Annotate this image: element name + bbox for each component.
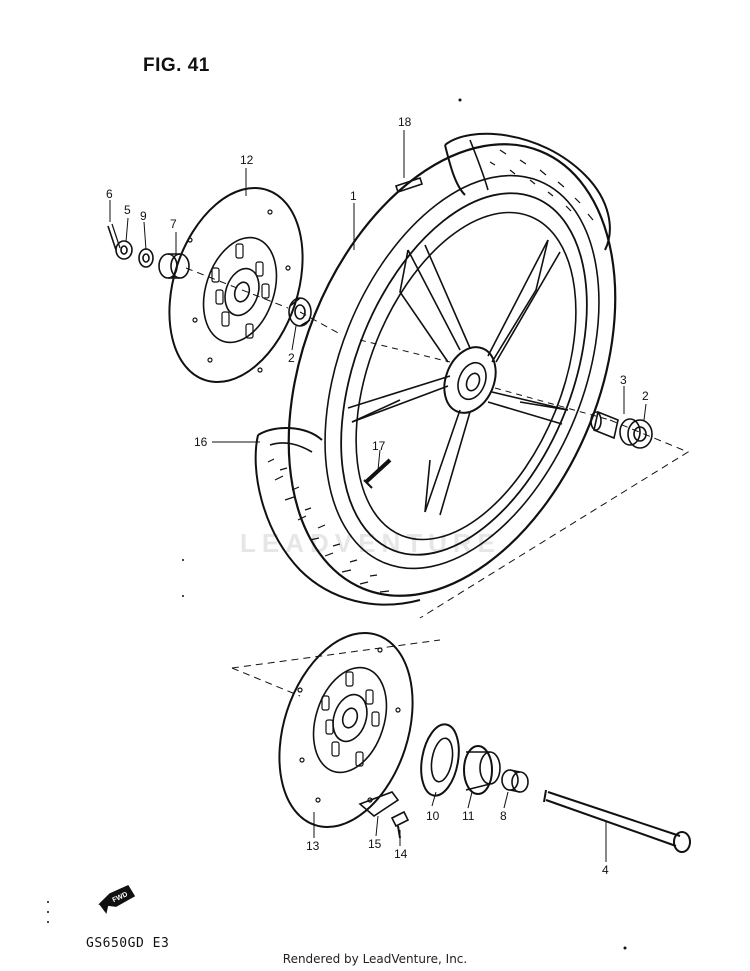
callout-1: 1 <box>350 189 357 203</box>
front-axle <box>543 789 691 853</box>
spacer-left <box>158 253 190 279</box>
callout-18: 18 <box>398 115 412 129</box>
model-code: GS650GD E3 <box>86 936 170 951</box>
callout-16: 16 <box>194 435 208 449</box>
spacer-right <box>590 410 619 440</box>
callout-13: 13 <box>306 839 320 853</box>
valve-stem <box>363 458 392 489</box>
callout-4: 4 <box>602 863 609 877</box>
lower-brake-disc <box>278 631 414 829</box>
callout-10: 10 <box>426 809 440 823</box>
callout-2-left: 2 <box>288 351 295 365</box>
callout-6: 6 <box>106 187 113 201</box>
callout-3: 3 <box>620 373 627 387</box>
lock-washer <box>358 791 400 818</box>
figure-title: FIG. 41 <box>143 55 210 76</box>
callout-17: 17 <box>372 439 386 453</box>
callout-2-right: 2 <box>642 389 649 403</box>
callout-11: 11 <box>462 809 475 823</box>
callout-9: 9 <box>140 209 147 223</box>
speedometer-gearbox <box>463 745 501 795</box>
footer-credit: Rendered by LeadVenture, Inc. <box>282 952 468 966</box>
front-wheel <box>254 132 617 606</box>
bearing-left <box>288 297 312 327</box>
callout-15: 15 <box>368 837 382 851</box>
fwd-arrow-icon: FWD <box>98 884 136 914</box>
cotter-pin <box>107 223 121 251</box>
callout-7: 7 <box>170 217 177 231</box>
washer <box>138 248 154 268</box>
callout-14: 14 <box>394 847 408 861</box>
callout-8: 8 <box>500 809 507 823</box>
callout-5: 5 <box>124 203 131 217</box>
bearing-right <box>619 418 653 449</box>
callout-12: 12 <box>240 153 254 167</box>
retainer-plate <box>420 723 460 797</box>
spacer-axle <box>501 769 529 793</box>
axle-nut-small <box>115 240 133 260</box>
balance-weight <box>394 176 424 194</box>
